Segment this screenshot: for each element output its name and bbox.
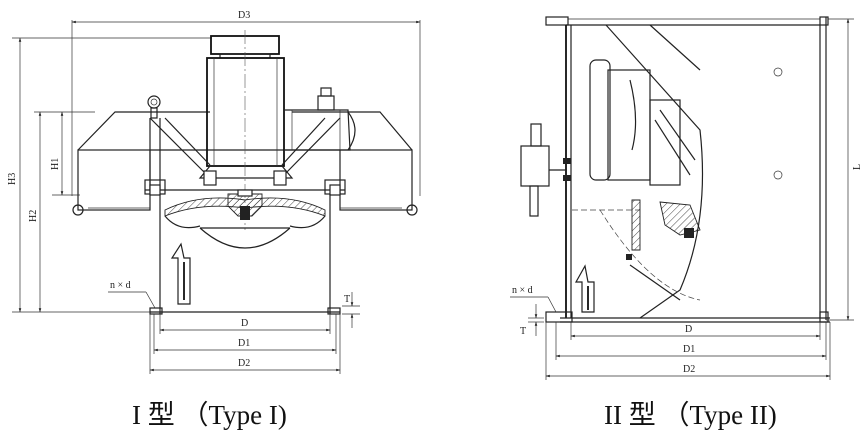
dim-d2-label-2: D2: [683, 364, 695, 375]
type-2-drawing: L: [510, 16, 863, 430]
junction-box-2: [520, 123, 571, 217]
bolt-holes-label: n × d: [108, 280, 156, 309]
dim-l: L: [566, 18, 863, 321]
nxd-label: n × d: [110, 280, 131, 291]
inclined-casing: [572, 24, 704, 319]
dim-t-label-2: T: [520, 326, 526, 337]
support-frame: [144, 117, 346, 196]
dim-d3-label: D3: [238, 10, 250, 21]
dim-h1-label: H1: [50, 158, 61, 170]
airflow-arrow: [170, 242, 191, 305]
dim-d1-label-2: D1: [683, 344, 695, 355]
dim-d-group-2: D D1 D2: [545, 322, 831, 380]
duct-body: [149, 194, 341, 315]
dim-d-label: D: [241, 318, 248, 329]
dim-t-label: T: [344, 294, 350, 305]
housing-walls: [545, 17, 830, 323]
bolt-holes-label-2: n × d: [510, 285, 557, 313]
nxd-label-2: n × d: [512, 285, 533, 296]
impeller: [164, 189, 326, 249]
impeller-2: [626, 199, 701, 301]
motor-2: [589, 59, 783, 186]
type-1-caption: I 型 （Type I): [132, 400, 287, 430]
airflow-arrow-2: [574, 264, 595, 313]
top-flange: [545, 16, 829, 26]
junction-box: [284, 87, 356, 151]
dim-d-group: D D1 D2: [149, 314, 341, 374]
type-2-caption: II 型 （Type II): [604, 400, 777, 430]
dim-h3-label: H3: [7, 173, 18, 185]
dim-d-label-2: D: [685, 324, 692, 335]
dim-h1: H1: [50, 111, 80, 196]
dim-d1-label: D1: [238, 338, 250, 349]
dim-d2-label: D2: [238, 358, 250, 369]
dim-l-label: L: [852, 164, 863, 170]
dim-h2-label: H2: [28, 210, 39, 222]
dim-h3: H3: [7, 37, 212, 313]
lifting-eye-bolt: [147, 95, 161, 190]
dim-t-2: T: [520, 304, 544, 337]
dim-d3: D3: [71, 10, 421, 196]
dim-t: T: [342, 292, 360, 328]
type-1-drawing: D3 H3 H2 H1: [7, 10, 421, 430]
dim-h2: H2: [28, 111, 95, 313]
